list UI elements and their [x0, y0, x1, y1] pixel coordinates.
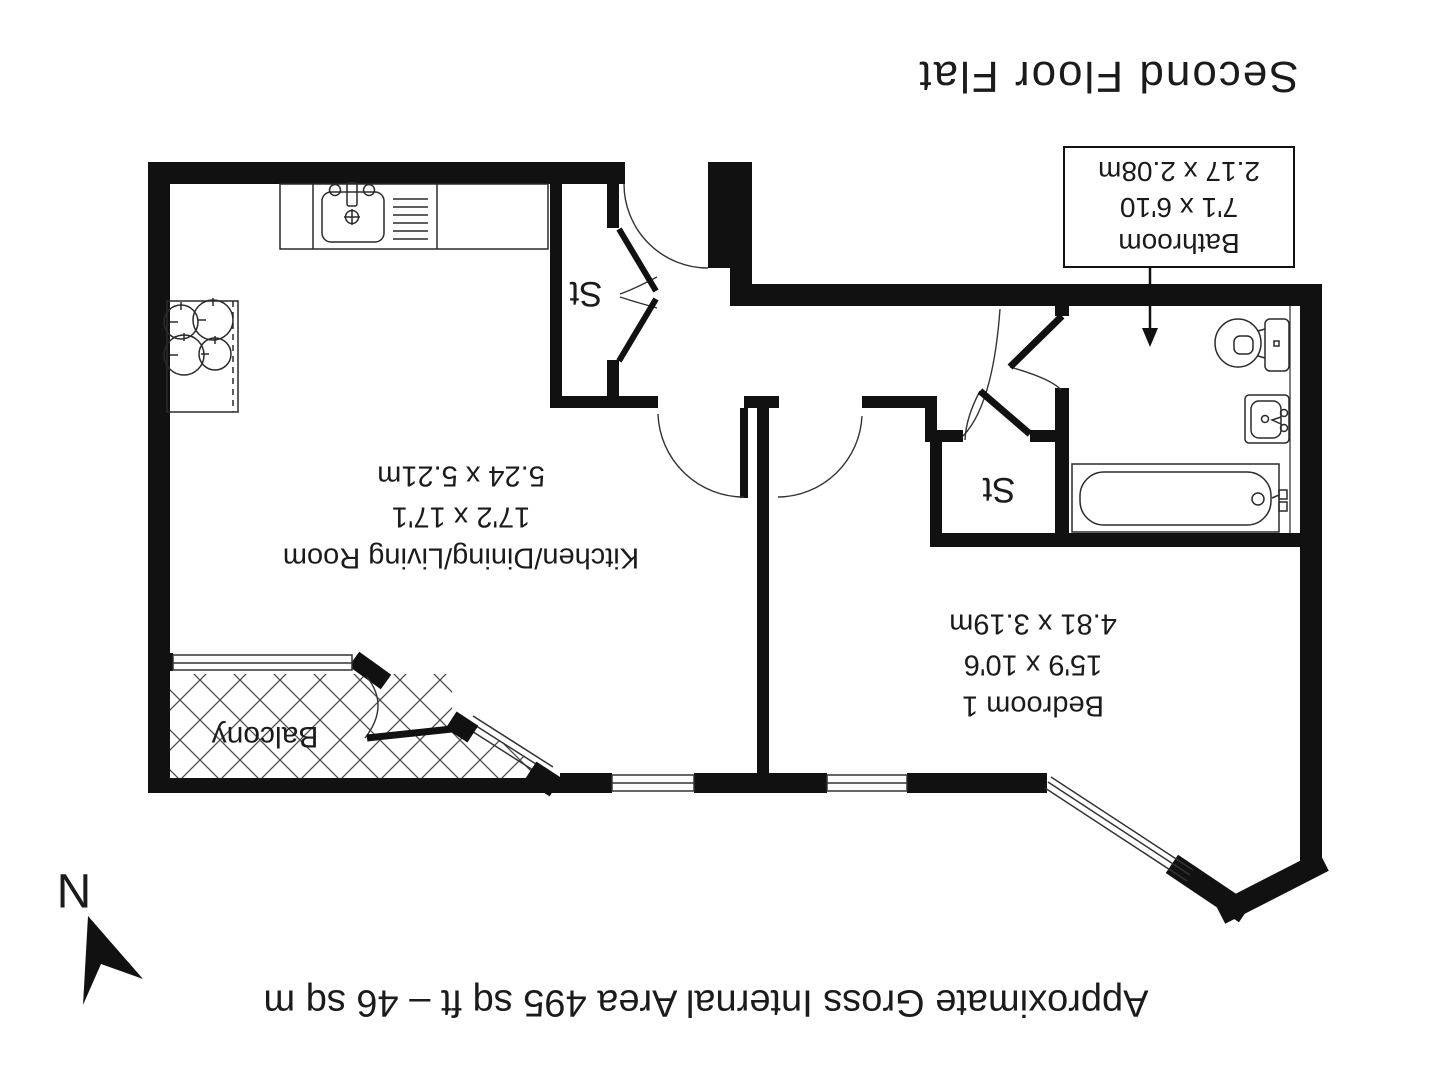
- page-title: Second Floor Flat: [917, 52, 1299, 101]
- living-imperial: 17'2 x 17'1: [391, 500, 531, 533]
- lobby-door-arc: [962, 308, 1001, 437]
- entrance-door-arc: [623, 183, 709, 269]
- bifold-leaf-2: [616, 297, 659, 363]
- living-metric: 5.24 x 5.21m: [377, 459, 545, 492]
- bathroom-door-leaf: [1007, 313, 1065, 370]
- bedroom-imperial: 15'9 x 10'6: [963, 648, 1103, 681]
- hob: [163, 298, 239, 413]
- kitchen-counter: [279, 183, 549, 250]
- bathroom-label-box: Bathroom 7'1 x 6'10 2.17 x 2.08m: [1063, 146, 1295, 268]
- balcony-hatch: [158, 674, 548, 780]
- bedroom-door-arc: [777, 415, 863, 498]
- outer-walls: [148, 162, 1329, 924]
- room-label-bedroom: Bedroom 1 15'9 x 10'6 4.81 x 3.19m: [949, 603, 1117, 726]
- north-arrow: [83, 916, 143, 1005]
- north-letter: N: [56, 865, 92, 919]
- kitchen-drainer: [393, 198, 428, 240]
- balcony-door-leaf: [366, 725, 453, 742]
- door-swings: [364, 183, 1062, 739]
- toilet: [1214, 318, 1290, 372]
- bedroom-name: Bedroom 1: [962, 689, 1104, 722]
- basin: [1244, 394, 1290, 444]
- bathroom-imperial: 7'1 x 6'10: [1119, 192, 1239, 223]
- living-door-arc: [657, 413, 745, 498]
- footer-area-text: Approximate Gross Internal Area 495 sq f…: [263, 981, 1149, 1024]
- bifold-arc-1: [619, 276, 658, 295]
- bathtub: [1071, 463, 1288, 533]
- storage1-label: St: [569, 274, 603, 313]
- storage2-label: St: [982, 470, 1016, 509]
- bathroom-metric: 2.17 x 2.08m: [1098, 156, 1260, 187]
- door-leaves: [366, 227, 1065, 742]
- room-label-balcony: Balcony: [211, 720, 319, 753]
- bathroom-name: Bathroom: [1118, 228, 1240, 259]
- bifold-leaf-1: [616, 227, 659, 293]
- storage2-door-leaf: [977, 388, 1033, 437]
- bathroom-door-arc: [1009, 366, 1062, 391]
- bedroom-metric: 4.81 x 3.19m: [949, 607, 1117, 640]
- balcony-door-arc: [364, 676, 379, 739]
- inner-walls: [550, 184, 1322, 780]
- room-label-living: Kitchen/Dining/Living Room 17'2 x 17'1 5…: [283, 455, 639, 578]
- storage2-door-arc: [964, 390, 981, 441]
- living-name: Kitchen/Dining/Living Room: [282, 541, 640, 574]
- windows: [172, 654, 1194, 882]
- bathroom-leader-arrow: [1142, 268, 1158, 347]
- kitchen-sink: [321, 182, 385, 243]
